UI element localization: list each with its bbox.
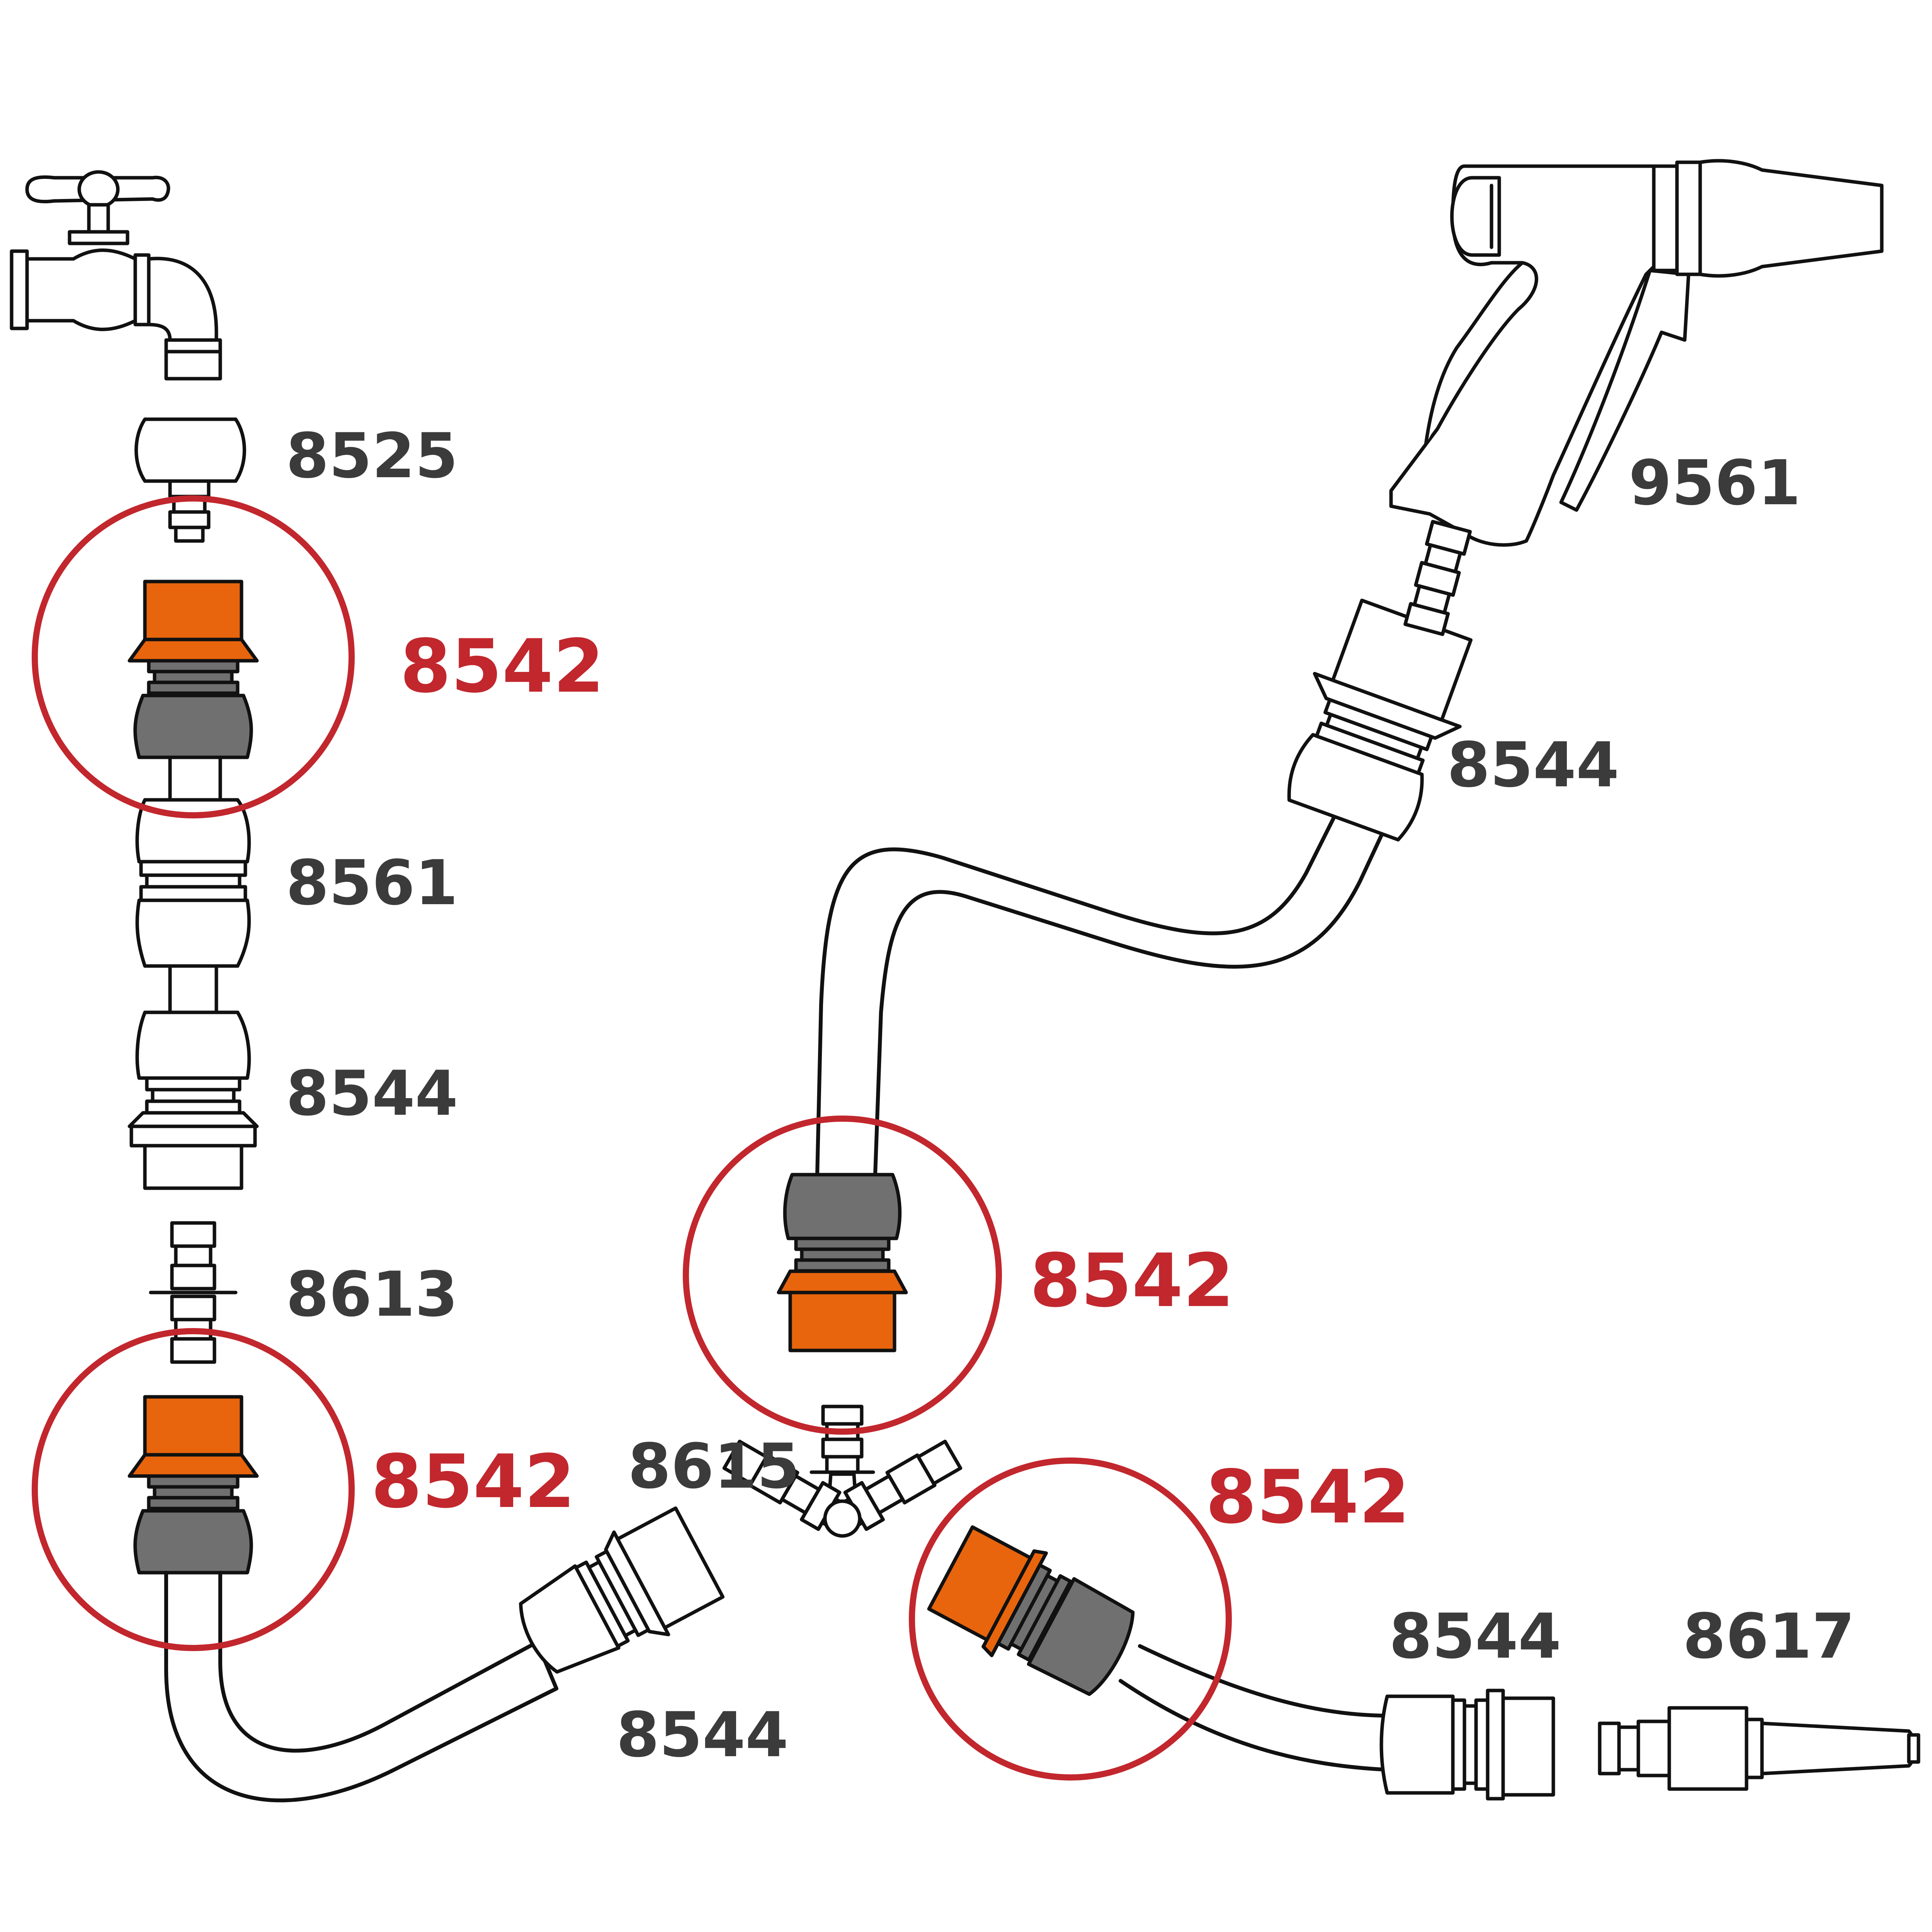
label-8525: 8525 xyxy=(286,420,458,492)
tap-adapter-8525 xyxy=(134,417,246,543)
y-connector-icon xyxy=(722,1405,963,1538)
quick-connector-8542-top xyxy=(128,580,259,759)
label-8544-top-right: 8544 xyxy=(1447,729,1619,801)
highlight-circle-8542-bottom-left xyxy=(32,1328,355,1651)
highlight-circle-8542-middle xyxy=(683,1116,1002,1435)
label-8615: 8615 xyxy=(628,1430,800,1502)
label-8544-bottom-right: 8544 xyxy=(1389,1600,1561,1672)
spray-nozzle-icon xyxy=(1598,1706,1920,1791)
connector-8613 xyxy=(149,1221,238,1364)
label-8613: 8613 xyxy=(286,1258,458,1330)
label-8542-middle: 8542 xyxy=(1030,1238,1234,1323)
highlight-circle-8542-bottom-right xyxy=(909,1458,1232,1781)
label-8542-bottom-left: 8542 xyxy=(371,1439,575,1524)
hose-connector-8544-left xyxy=(128,1010,259,1190)
hose-bottom-right xyxy=(1119,1644,1389,1772)
quick-connector-8542-bottom-left xyxy=(128,1395,259,1575)
label-8542-top: 8542 xyxy=(400,624,604,709)
label-8542-bottom-right: 8542 xyxy=(1206,1454,1410,1540)
quick-connector-8542-middle xyxy=(777,1173,908,1352)
highlight-circle-8542-top xyxy=(32,495,355,818)
hose-connector-8544-bottom-right xyxy=(1379,1689,1555,1801)
hose-repair-8561 xyxy=(135,798,251,1014)
label-8617: 8617 xyxy=(1683,1600,1855,1672)
hose-connector-8544-bottom xyxy=(519,1506,725,1674)
hose-middle xyxy=(815,794,1389,1177)
quick-connector-8542-bottom-right xyxy=(927,1525,1135,1696)
label-8561: 8561 xyxy=(286,847,458,919)
tap-icon xyxy=(10,170,222,381)
spray-gun-icon xyxy=(1389,159,1884,636)
hose-bottom-left xyxy=(164,1571,558,1803)
label-8544-left: 8544 xyxy=(286,1057,458,1129)
label-9561: 9561 xyxy=(1629,447,1801,519)
label-8544-bottom: 8544 xyxy=(616,1699,788,1771)
hose-connector-8544-top-right xyxy=(1287,599,1473,842)
